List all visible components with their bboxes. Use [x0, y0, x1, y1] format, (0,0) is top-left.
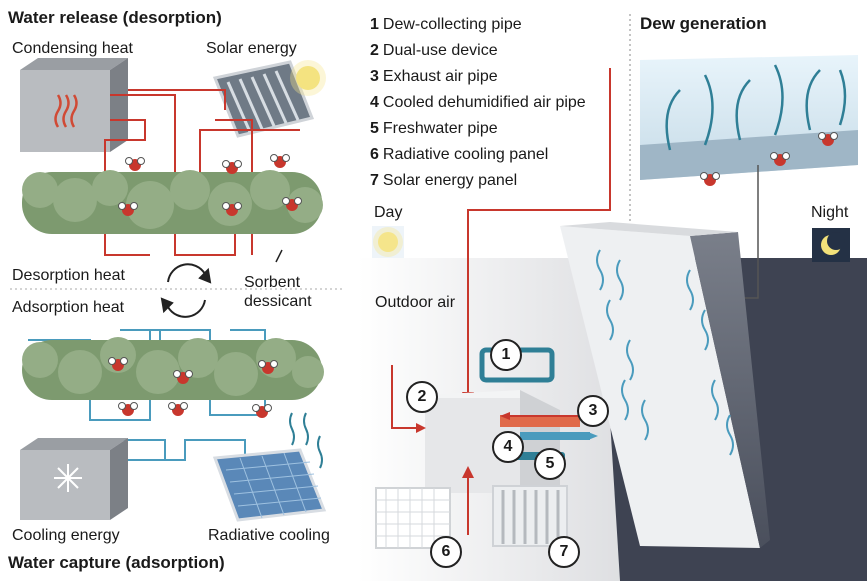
adsorption-heat-label: Adsorption heat	[12, 299, 125, 316]
dew-generation-title: Dew generation	[640, 14, 767, 33]
desorption-heat-label: Desorption heat	[12, 267, 125, 284]
callout-1: 1	[490, 339, 522, 371]
water-molecules-top	[118, 154, 302, 216]
day-label: Day	[374, 204, 403, 221]
callout-2: 2	[406, 381, 438, 413]
callout-5: 5	[534, 448, 566, 480]
dew-panel	[640, 55, 858, 186]
sorbent-band-bottom	[22, 337, 324, 400]
sorbent-band-top	[22, 170, 323, 234]
heat-waves-left	[289, 412, 323, 469]
water-molecules-bottom	[108, 357, 278, 418]
cycle-arrows	[160, 263, 212, 318]
condensing-box	[20, 58, 128, 152]
capture-title: Water capture (adsorption)	[8, 553, 225, 572]
radiative-cooling-panel	[375, 487, 451, 549]
cooling-box	[20, 438, 128, 520]
night-label: Night	[811, 204, 849, 221]
callout-4: 4	[492, 431, 524, 463]
radiative-panel-left	[212, 448, 327, 522]
sorbent-label: Sorbent	[244, 274, 301, 291]
radiative-cooling-label: Radiative cooling	[208, 527, 330, 544]
dew-connector	[467, 68, 611, 395]
condensing-heat-label: Condensing heat	[12, 40, 133, 57]
cooling-energy-label: Cooling energy	[12, 527, 120, 544]
solar-energy-panel	[492, 485, 568, 547]
sun-icon	[372, 226, 404, 258]
moon-icon	[812, 228, 850, 262]
callout-6: 6	[430, 536, 462, 568]
outdoor-air-label: Outdoor air	[375, 294, 456, 311]
large-panel	[560, 222, 770, 548]
release-title: Water release (desorption)	[8, 8, 222, 27]
callout-7: 7	[548, 536, 580, 568]
solar-energy-label: Solar energy	[206, 40, 297, 57]
dessicant-label: dessicant	[244, 293, 312, 310]
callout-3: 3	[577, 395, 609, 427]
solar-panel-top	[212, 60, 326, 138]
